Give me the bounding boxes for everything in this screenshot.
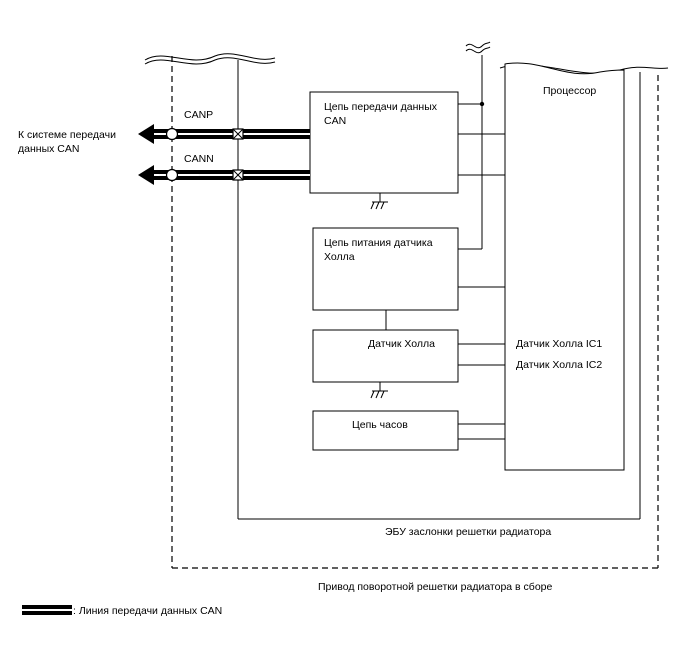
external-can-label: К системе передачи данных CAN — [18, 129, 119, 155]
clock-label: Цепь часов — [352, 419, 408, 431]
legend-label: : Линия передачи данных CAN — [73, 605, 222, 617]
cann-bus-line — [138, 165, 310, 185]
can-circuit-label: Цепь передачи данных CAN — [324, 101, 440, 127]
hall-power-block: Цепь питания датчика Холла — [312, 227, 459, 311]
hall-sensor-label: Датчик Холла — [368, 338, 435, 350]
ground-symbol — [370, 382, 388, 399]
processor-block: Процессор — [504, 62, 625, 471]
canp-bus-line — [138, 124, 310, 144]
canp-label: CANP — [184, 109, 213, 121]
processor-label: Процессор — [543, 85, 596, 97]
ecu-label: ЭБУ заслонки решетки радиатора — [385, 526, 551, 538]
processor-wires — [458, 133, 505, 440]
hall-sensor-block: Датчик Холла — [312, 329, 459, 383]
cann-label: CANN — [184, 153, 214, 165]
hall-ic1-label: Датчик Холла IC1 — [516, 338, 602, 350]
legend-can-line-symbol — [22, 605, 72, 615]
hall-ic2-label: Датчик Холла IC2 — [516, 359, 602, 371]
clock-block: Цепь часов — [312, 410, 459, 451]
power-supply-line — [458, 41, 491, 250]
can-circuit-block: Цепь передачи данных CAN — [309, 91, 459, 194]
hall-power-label: Цепь питания датчика Холла — [324, 237, 436, 263]
ground-symbol — [370, 193, 388, 210]
assembly-label: Привод поворотной решетки радиатора в сб… — [318, 581, 552, 593]
